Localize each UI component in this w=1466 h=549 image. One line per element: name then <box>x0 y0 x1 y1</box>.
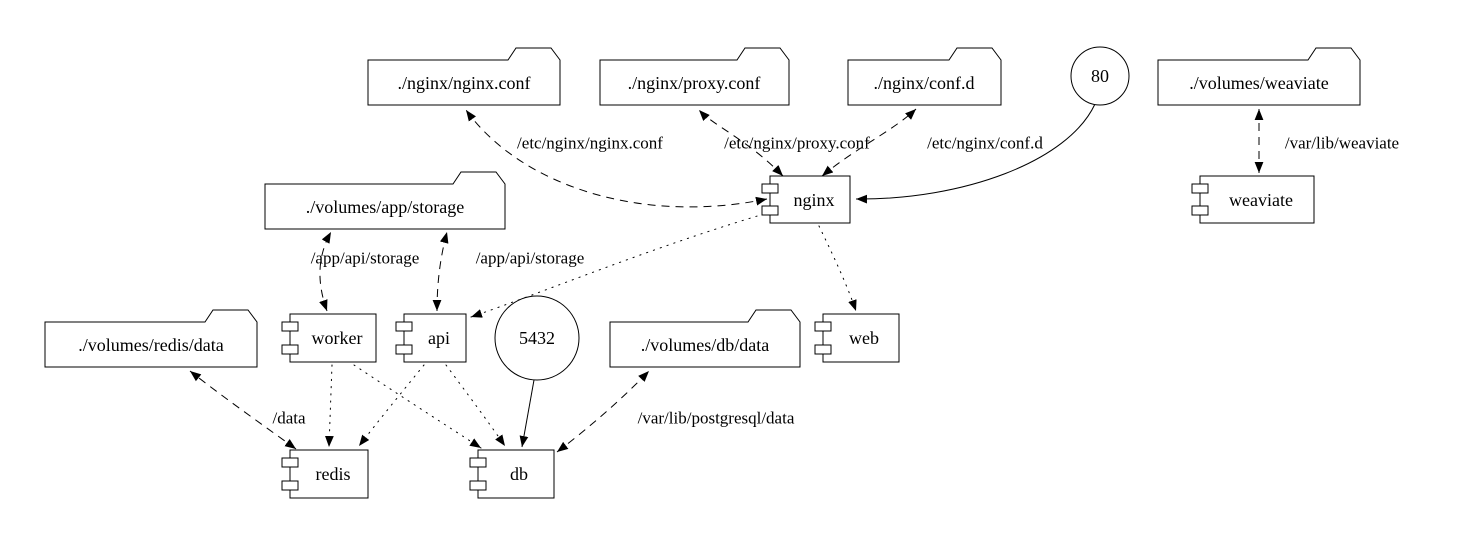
edge-label-etc-nginx-proxy-conf: /etc/nginx/proxy.conf <box>724 134 870 153</box>
component-tab <box>395 344 413 355</box>
node-folder-nginx-conf: ./nginx/nginx.conf <box>367 47 561 106</box>
edge-label-var-lib-postgresql-data: /var/lib/postgresql/data <box>638 409 795 428</box>
component-tab <box>814 344 832 355</box>
edge-label-etc-nginx-nginx-conf: /etc/nginx/nginx.conf <box>517 134 663 153</box>
component-tab <box>469 457 487 468</box>
edge-label-var-lib-weaviate: /var/lib/weaviate <box>1285 134 1399 153</box>
node-label: ./volumes/db/data <box>641 335 769 355</box>
node-folder-volumes-redis-data: ./volumes/redis/data <box>44 309 258 368</box>
node-label: redis <box>316 464 351 484</box>
edge-db-volume <box>556 370 650 453</box>
node-port-5432: 5432 <box>494 295 580 381</box>
node-label: worker <box>312 328 363 348</box>
node-service-redis: redis <box>281 449 369 499</box>
component-tab <box>761 205 779 216</box>
edge-label-app-api-storage-worker: /app/api/storage <box>311 249 420 268</box>
component-tab <box>814 321 832 332</box>
edge-nginx-proxy-conf <box>698 109 784 177</box>
edge-worker-redis <box>324 364 334 448</box>
component-tab <box>469 480 487 491</box>
node-folder-volumes-db-data: ./volumes/db/data <box>609 309 801 368</box>
component-tab <box>281 344 299 355</box>
edge-redis-volume <box>189 370 297 450</box>
node-service-weaviate: weaviate <box>1191 175 1315 224</box>
node-label: weaviate <box>1229 190 1293 210</box>
edge-nginx-web <box>818 225 857 312</box>
edge-nginx-conf-d <box>821 108 917 177</box>
edge-port5432-db <box>519 379 535 448</box>
node-service-web: web <box>814 313 900 363</box>
folder-icon <box>1157 47 1361 106</box>
node-folder-volumes-app-storage: ./volumes/app/storage <box>264 171 506 230</box>
node-label: nginx <box>793 190 834 210</box>
component-body <box>769 175 851 224</box>
folder-icon <box>367 47 561 106</box>
folder-icon <box>264 171 506 230</box>
edge-api-app-storage <box>432 231 449 312</box>
port-circle <box>1070 46 1130 106</box>
edge-port80-nginx <box>855 103 1096 204</box>
node-label: ./nginx/proxy.conf <box>628 73 761 93</box>
node-label: 80 <box>1091 66 1109 86</box>
component-body <box>289 313 377 363</box>
node-label: 5432 <box>519 328 555 348</box>
component-tab <box>281 321 299 332</box>
folder-icon <box>44 309 258 368</box>
edge-worker-app-storage <box>319 231 332 312</box>
node-folder-proxy-conf: ./nginx/proxy.conf <box>599 47 790 106</box>
folder-icon <box>847 47 1002 106</box>
node-service-db: db <box>469 449 555 499</box>
edge-nginx-nginx-conf <box>465 109 768 208</box>
edge-api-redis <box>358 364 425 447</box>
node-label: ./volumes/app/storage <box>306 197 464 217</box>
component-body <box>477 449 555 499</box>
node-folder-conf-d: ./nginx/conf.d <box>847 47 1002 106</box>
edge-label-etc-nginx-conf-d: /etc/nginx/conf.d <box>927 134 1043 153</box>
node-label: web <box>849 328 879 348</box>
edge-worker-db <box>353 364 482 449</box>
port-circle <box>494 295 580 381</box>
folder-icon <box>599 47 790 106</box>
component-tab <box>761 183 779 194</box>
component-tab <box>1191 183 1209 194</box>
component-tab <box>281 480 299 491</box>
node-label: ./volumes/redis/data <box>78 335 223 355</box>
folder-icon <box>609 309 801 368</box>
node-service-nginx: nginx <box>761 175 851 224</box>
node-label: ./volumes/weaviate <box>1189 73 1328 93</box>
node-label: ./nginx/nginx.conf <box>398 73 531 93</box>
edge-label-app-api-storage-api: /app/api/storage <box>476 249 585 268</box>
node-folder-volumes-weaviate: ./volumes/weaviate <box>1157 47 1361 106</box>
node-service-worker: worker <box>281 313 377 363</box>
component-tab <box>1191 205 1209 216</box>
edge-label-data: /data <box>272 409 305 428</box>
node-service-api: api <box>395 313 467 363</box>
component-tab <box>281 457 299 468</box>
component-body <box>403 313 467 363</box>
node-label: ./nginx/conf.d <box>874 73 975 93</box>
component-body <box>1199 175 1315 224</box>
component-body <box>289 449 369 499</box>
component-tab <box>395 321 413 332</box>
node-port-80: 80 <box>1070 46 1130 106</box>
edge-api-db <box>445 364 506 447</box>
node-label: db <box>510 464 528 484</box>
node-label: api <box>428 328 450 348</box>
component-body <box>822 313 900 363</box>
